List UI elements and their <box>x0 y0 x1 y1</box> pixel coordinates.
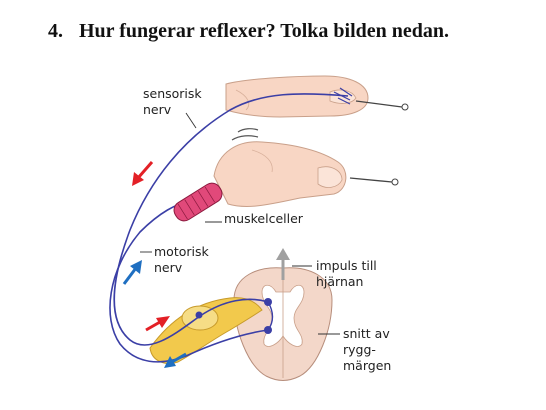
label-muscle-cells: muskelceller <box>224 211 303 226</box>
label-sensory-nerve: sensorisk nerv <box>143 86 202 117</box>
blue-arrow-bottom <box>164 352 187 368</box>
question-heading: 4. Hur fungerar reflexer? Tolka bilden n… <box>48 20 449 43</box>
red-arrow-top <box>132 161 154 186</box>
leader-lines <box>140 112 340 335</box>
muscle-cells <box>173 182 223 222</box>
lower-needle <box>349 177 399 186</box>
motor-nerve-path <box>109 199 269 363</box>
question-text: Hur fungerar reflexer? Tolka bilden neda… <box>79 20 450 42</box>
label-spinal-cord-section: snitt av rygg- märgen <box>343 326 392 373</box>
nerve-root-ganglion <box>149 297 263 364</box>
impulse-up-arrow <box>276 248 290 280</box>
label-motor-nerve: motorisk nerv <box>154 244 209 275</box>
question-number: 4. <box>48 20 63 42</box>
lower-finger <box>213 128 347 207</box>
label-impulse-to-brain: impuls till hjärnan <box>316 258 377 289</box>
spinal-cord-section <box>233 267 333 381</box>
blue-arrow-motor <box>122 260 142 285</box>
red-arrow-bottom <box>145 316 170 332</box>
upper-needle <box>355 100 409 111</box>
nerve-endings <box>264 87 353 334</box>
